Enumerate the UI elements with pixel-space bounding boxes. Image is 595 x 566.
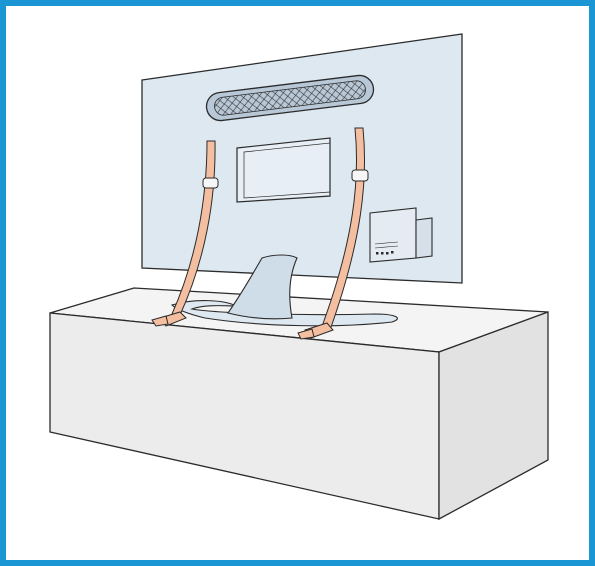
left-safety-strap [151,140,219,327]
tv-connector-box [369,207,433,263]
tv-vent-grille [205,74,375,122]
left-strap-buckle [202,177,219,189]
right-safety-strap [297,127,369,340]
right-strap-buckle [351,169,369,182]
tv-mount-recess [236,137,331,203]
tv-stand-neck [227,254,298,320]
